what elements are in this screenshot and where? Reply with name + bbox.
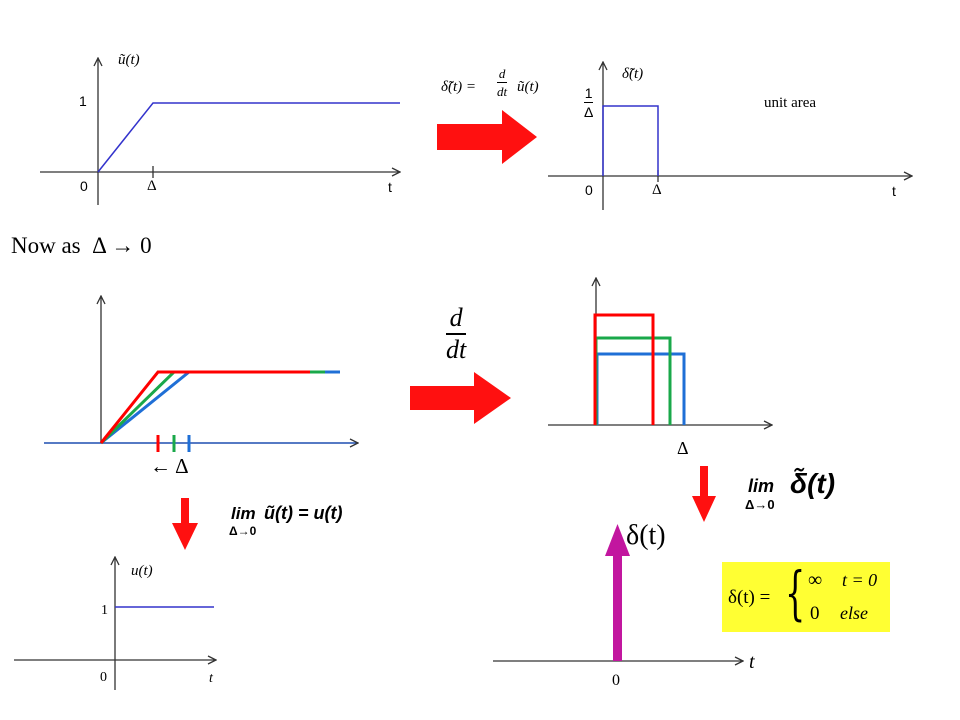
- ddt-dt: dt: [446, 335, 467, 364]
- pulse-origin: 0: [585, 182, 593, 198]
- pulse-trace: [602, 105, 659, 176]
- limit-delta-lim: lim: [748, 476, 775, 496]
- step-x-label: t: [209, 671, 213, 686]
- delta-def-case1-cond: t = 0: [842, 570, 878, 590]
- pulses-x-tick: Δ: [677, 438, 689, 458]
- pulse-height-den: Δ: [584, 104, 594, 120]
- step-origin: 0: [100, 670, 107, 685]
- now-prefix: Now as: [11, 233, 81, 258]
- ramp-origin: 0: [80, 178, 88, 194]
- delta-def-case2-cond: else: [840, 603, 868, 623]
- ramp-panel: [40, 58, 400, 205]
- pulse-red-trace: [593, 313, 655, 425]
- ramp-green-trace: [99, 370, 325, 445]
- step-y-label: u(t): [131, 563, 153, 579]
- ramp-y-tick: 1: [79, 93, 87, 109]
- impulse-origin: 0: [612, 672, 620, 689]
- pulse-x-label: t: [892, 183, 896, 199]
- pulse-height-fraction: 1 Δ: [584, 85, 594, 120]
- impulse-y-label: δ(t): [626, 520, 666, 551]
- ramps-family-panel: [44, 296, 358, 452]
- pulse-height-num: 1: [584, 85, 593, 101]
- derivative-d: d: [498, 66, 506, 81]
- now-expr: Δ → 0: [92, 233, 152, 258]
- shrink-delta-label: ← Δ: [150, 454, 189, 478]
- right-arrow-1: [437, 110, 537, 164]
- limit-u-sub: Δ→0: [229, 524, 257, 538]
- pulse-x-tick: Δ: [652, 182, 662, 198]
- delta-def-case2-value: 0: [810, 603, 820, 624]
- limit-u-expr: ũ(t) = u(t): [264, 503, 343, 523]
- derivative-dt: dt: [497, 84, 508, 99]
- derivative-lhs: δ̃(t) =: [441, 79, 477, 95]
- right-arrow-2: [410, 372, 511, 424]
- derivative-fraction: d dt: [497, 66, 508, 99]
- ramp-red-trace: [99, 370, 310, 444]
- impulse-x-label: t: [749, 651, 755, 673]
- pulse-panel: [548, 62, 912, 210]
- ramp-trace: [97, 102, 400, 173]
- pulse-y-label: δ̃(t): [622, 66, 644, 82]
- ramp-x-label: t: [388, 179, 392, 195]
- delta-def-case1-value: ∞: [808, 569, 823, 591]
- limit-delta-sub: Δ→0: [745, 497, 775, 512]
- impulse-shaft: [613, 554, 622, 661]
- limit-u-lim: lim: [231, 504, 256, 523]
- impulse-panel: [493, 524, 743, 661]
- limit-delta-expr: δ̃(t): [790, 468, 836, 499]
- ramp-y-label: ũ(t): [118, 52, 140, 68]
- unit-area-note: unit area: [764, 95, 817, 111]
- ddt-d: d: [449, 303, 463, 332]
- pulses-family-panel: [548, 278, 772, 425]
- delta-def-brace: {: [785, 559, 806, 627]
- step-y-tick: 1: [101, 603, 108, 618]
- impulse-head: [605, 524, 630, 556]
- pulse-green-trace: [594, 336, 672, 425]
- now-text: Now as Δ → 0: [11, 234, 152, 257]
- ddt-operator: d dt: [446, 303, 467, 364]
- down-arrow-right: [692, 466, 716, 522]
- ramp-x-tick: Δ: [147, 178, 157, 194]
- derivative-rhs: ũ(t): [517, 79, 539, 95]
- step-panel: [14, 557, 216, 690]
- delta-definition-box: δ(t) = { ∞ t = 0 0 else: [722, 562, 890, 632]
- delta-def-lhs: δ(t) =: [728, 587, 771, 608]
- down-arrow-left: [172, 498, 198, 550]
